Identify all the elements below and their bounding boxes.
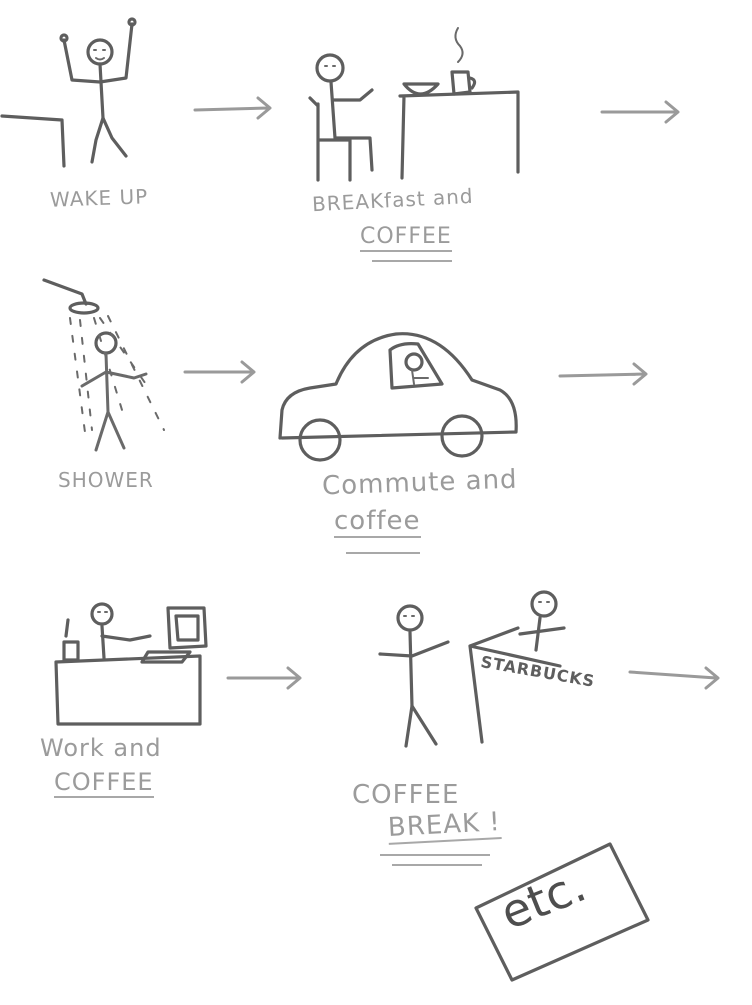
- step-caption-wake-up: WAKE UP: [49, 184, 149, 212]
- shower-figure: [42, 278, 165, 452]
- coffee-break-underline-2: [392, 864, 482, 866]
- arrow-3: [183, 360, 256, 384]
- step-caption-commute: Commute and: [321, 464, 519, 502]
- step-caption-coffee-break-2: BREAK !: [387, 807, 502, 845]
- etc-sign: [474, 842, 650, 982]
- coffee-break-figure: [378, 590, 566, 748]
- breakfast-underline: [372, 260, 452, 262]
- step-caption-shower: SHOWER: [58, 468, 154, 492]
- arrow-2: [600, 100, 680, 124]
- arrow-5: [226, 666, 302, 690]
- step-caption-work-coffee: COFFEE: [54, 768, 154, 798]
- step-caption-breakfast-coffee: COFFEE: [360, 226, 452, 252]
- wake-up-figure: [0, 17, 137, 168]
- arrow-6: [628, 666, 720, 690]
- car-figure: [278, 332, 518, 462]
- coffee-break-underline: [380, 854, 490, 856]
- work-figure: [54, 602, 208, 726]
- step-caption-commute-coffee: coffee: [334, 506, 421, 538]
- arrow-1: [193, 96, 272, 120]
- arrow-4: [558, 362, 648, 386]
- breakfast-figure: [308, 27, 520, 182]
- commute-underline: [346, 552, 420, 554]
- step-caption-work: Work and: [40, 734, 162, 762]
- step-caption-coffee-break-1: COFFEE: [352, 780, 460, 810]
